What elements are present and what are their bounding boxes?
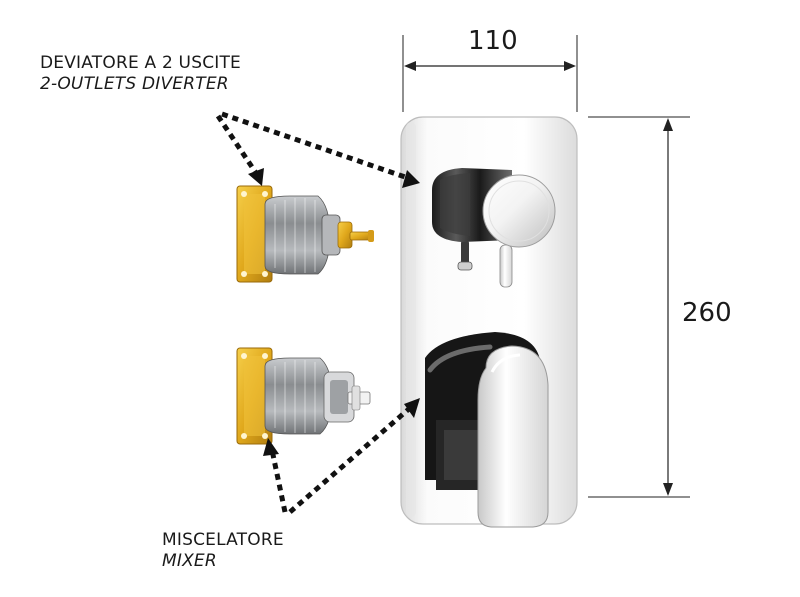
mixer-arrows (269, 406, 412, 514)
diverter-label-italian: DEVIATORE A 2 USCITE (40, 53, 242, 73)
diverter-arrowhead-cartridge-icon (248, 168, 264, 186)
diverter-arrow-to-knob (221, 111, 409, 181)
mixer-label: MISCELATORE MIXER (162, 530, 284, 572)
mixer-arrow-to-lever (288, 406, 412, 514)
mixer-cartridge (236, 347, 371, 445)
diverter-arrows (215, 111, 409, 181)
width-arrow-right-icon (564, 61, 576, 71)
diverter-label: DEVIATORE A 2 USCITE 2-OUTLETS DIVERTER (40, 53, 241, 95)
mixer-label-italian: MISCELATORE (162, 530, 284, 550)
height-dimension (588, 116, 690, 498)
mixer-arrowhead-cartridge-icon (263, 438, 279, 456)
diverter-cartridge (236, 185, 374, 283)
mixer-arrow-to-cartridge (269, 449, 288, 513)
height-arrow-top-icon (663, 118, 673, 131)
diverter-arrowhead-knob-icon (402, 170, 420, 188)
diverter-knob (432, 168, 556, 288)
mixer-arrowhead-lever-icon (404, 398, 420, 418)
diverter-arrow-to-cartridge (215, 114, 261, 178)
diverter-label-english: 2-OUTLETS DIVERTER (40, 74, 229, 94)
mixer-label-english: MIXER (162, 551, 217, 571)
width-dimension (402, 35, 578, 112)
width-arrow-left-icon (404, 61, 416, 71)
height-arrow-bottom-icon (663, 483, 673, 496)
height-dimension-value: 260 (682, 298, 732, 328)
mixer-lever (425, 332, 549, 528)
width-dimension-value: 110 (468, 26, 518, 56)
